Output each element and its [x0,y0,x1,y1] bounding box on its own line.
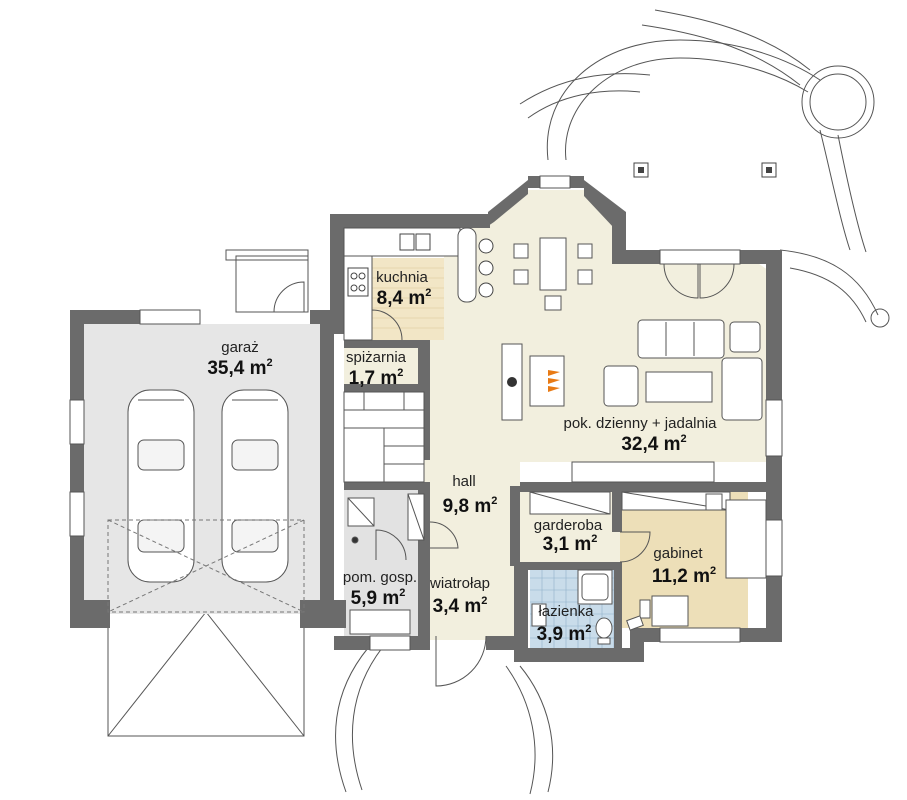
room-name: hall [452,473,475,490]
tv-cabinet [571,461,715,483]
room-label-pok-dzienny: pok. dzienny + jadalnia 32,4 m2 [563,415,717,455]
dining-table-icon [513,237,593,311]
utility-fixtures [347,493,425,635]
room-name: spiżarnia [346,349,407,366]
room-area: 32,4 m2 [621,433,686,455]
entrance-step-inner [225,249,309,261]
door-swing-icon [619,531,651,563]
kitchen-wood-floor [372,258,444,340]
garden-path [519,9,879,323]
room-name: kuchnia [376,269,428,286]
door-swing-icon [371,309,403,341]
room-label-wiatrolap: wiatrołap 3,4 m2 [429,575,490,617]
room-label-kuchnia: kuchnia 8,4 m2 [376,269,431,309]
sink-icon [399,233,431,251]
room-area: 3,1 m2 [543,533,598,555]
garden-lamp-icon [633,162,777,178]
entrance-path [335,647,554,795]
door-swing-icon [375,529,407,561]
room-name: wiatrołap [429,575,490,592]
room-name: garaż [221,339,259,356]
toilet-icon [595,617,613,645]
room-label-garderoba: garderoba 3,1 m2 [534,517,603,555]
room-name: pok. dzienny + jadalnia [563,415,717,432]
door-swing-icon [273,281,305,313]
door-swing-icon [429,521,459,549]
kitchen-wood-lines [372,267,444,329]
room-label-garaz: garaż 35,4 m2 [207,339,272,379]
room-area: 8,4 m2 [377,287,432,309]
room-name: łazienka [538,603,594,620]
room-label-hall: hall 9,8 m2 [443,473,498,517]
washbasin-icon [531,603,547,627]
room-name: garderoba [534,517,603,534]
room-area: 5,9 m2 [351,587,406,609]
door-swing-icon [435,635,487,687]
wardrobe-closet [529,491,731,515]
room-area: 3,4 m2 [433,595,488,617]
room-area: 11,2 m2 [652,565,716,587]
room-area: 35,4 m2 [207,357,272,379]
room-name: gabinet [653,545,703,562]
bathtub-icon [577,569,613,605]
driveway [107,611,305,737]
room-area: 1,7 m2 [349,367,404,389]
desk-icon [626,493,767,631]
room-label-lazienka: łazienka 3,9 m2 [537,603,595,645]
garage-door-swing [107,519,305,613]
room-area: 9,8 m2 [443,495,498,517]
fireplace-icon [501,343,565,421]
stove-icon [347,267,369,297]
room-label-spizarnia: spiżarnia 1,7 m2 [346,349,407,389]
car-icon [221,389,289,583]
room-area: 3,9 m2 [537,623,592,645]
sofa-icon [603,319,763,421]
car-icon [127,389,195,583]
terrace-door [663,263,735,299]
room-label-pom-gosp: pom. gosp. 5,9 m2 [343,569,417,609]
windows [69,175,783,651]
room-name: pom. gosp. [343,569,417,586]
round-planter [801,65,890,328]
room-label-gabinet: gabinet 11,2 m2 [652,545,716,587]
bar-stool-icon [478,238,494,298]
entrance-step [235,255,309,313]
stairs-icon [343,391,425,483]
